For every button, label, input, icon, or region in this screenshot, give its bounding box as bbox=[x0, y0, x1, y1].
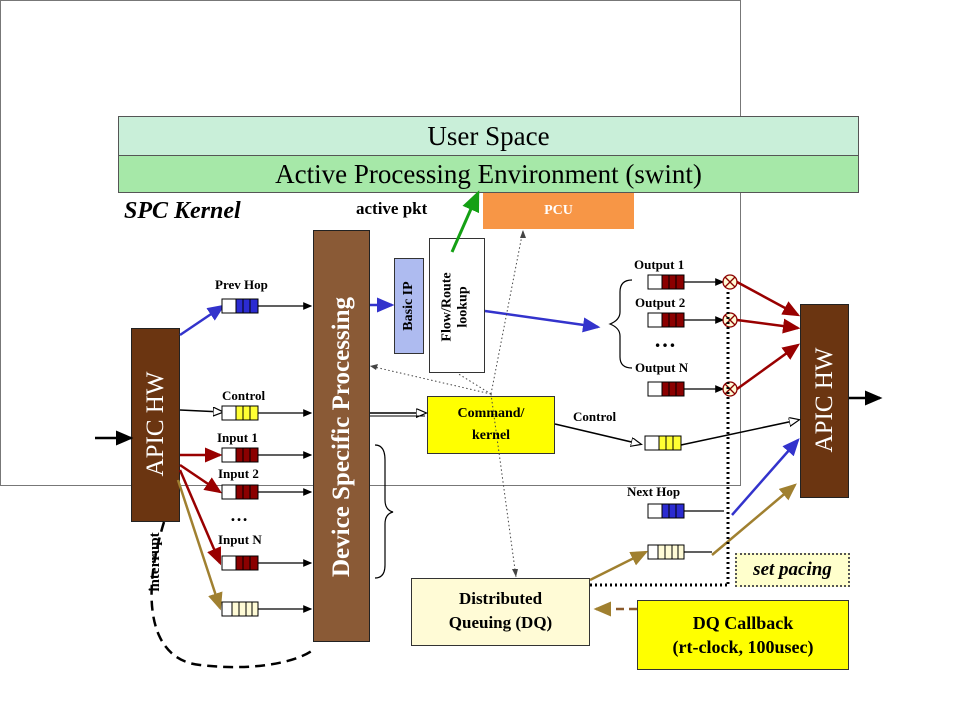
left-ellipsis: … bbox=[230, 505, 248, 525]
interrupt-dashed-curve bbox=[150, 521, 314, 669]
command-label-1: Command/ bbox=[457, 406, 525, 421]
output1-label: Output 1 bbox=[634, 257, 685, 272]
flow-route-lookup-box: Flow/Route lookup bbox=[429, 238, 485, 373]
user-space-label: User Space bbox=[427, 120, 550, 151]
control-right-label: Control bbox=[573, 409, 617, 424]
dotted-control-lines bbox=[369, 229, 524, 578]
arrow-to-input2 bbox=[179, 463, 223, 494]
ape-label: Active Processing Environment (swint) bbox=[275, 158, 702, 189]
queue-control-right bbox=[644, 435, 682, 451]
queue-dq-left bbox=[221, 601, 259, 617]
user-space-band: User Space bbox=[118, 116, 859, 156]
queue-control-left bbox=[221, 405, 259, 421]
pacer-outputN bbox=[722, 381, 738, 397]
apic-hw-right: APIC HW bbox=[800, 304, 849, 498]
outputN-label: Output N bbox=[635, 360, 689, 375]
queue-input2 bbox=[221, 484, 259, 500]
set-pacing-label: set pacing bbox=[753, 559, 832, 580]
dsp-brace bbox=[374, 444, 394, 579]
prev-hop-label: Prev Hop bbox=[215, 277, 268, 292]
green-active-pkt-arrow bbox=[450, 190, 480, 253]
device-specific-processing-box: Device Specific Processing bbox=[313, 230, 370, 642]
dq-label-2: Queuing (DQ) bbox=[448, 613, 553, 632]
queue-prev-hop bbox=[221, 298, 259, 314]
pcu-label: PCU bbox=[544, 203, 573, 218]
pcu-box: PCU bbox=[483, 193, 634, 229]
arrow-to-control bbox=[179, 410, 222, 412]
spc-kernel-region bbox=[0, 0, 741, 486]
command-to-control-arrow bbox=[554, 423, 640, 444]
input1-label: Input 1 bbox=[217, 430, 258, 445]
dq-callback-label-1: DQ Callback bbox=[692, 613, 794, 633]
output2-label: Output 2 bbox=[635, 295, 686, 310]
pacing-dotted-lines bbox=[590, 292, 730, 587]
dq-to-queue-arrow bbox=[589, 550, 649, 582]
command-label-2: kernel bbox=[471, 428, 511, 443]
queue-input1 bbox=[221, 447, 259, 463]
queue-output1 bbox=[647, 274, 685, 290]
command-kernel-box: Command/ kernel bbox=[427, 396, 555, 454]
queue-inputN bbox=[221, 555, 259, 571]
input2-label: Input 2 bbox=[218, 466, 259, 481]
queue-output2 bbox=[647, 312, 685, 328]
inputN-label: Input N bbox=[218, 532, 262, 547]
distributed-queuing-box: Distributed Queuing (DQ) bbox=[411, 578, 590, 646]
set-pacing-box: set pacing bbox=[735, 553, 850, 587]
arrow-to-dq-queue bbox=[176, 479, 223, 611]
pacer-output2 bbox=[722, 312, 738, 328]
dq-label-1: Distributed bbox=[458, 589, 543, 608]
outputs-brace bbox=[608, 279, 633, 369]
route-to-outputs-arrow bbox=[484, 309, 601, 333]
basic-ip-box: Basic IP bbox=[394, 258, 424, 354]
dq-callback-box: DQ Callback (rt-clock, 100usec) bbox=[637, 600, 849, 670]
arrow-to-inputN bbox=[178, 469, 222, 566]
spc-kernel-title: SPC Kernel bbox=[124, 198, 241, 224]
apic-hw-left: APIC HW bbox=[131, 328, 180, 522]
control-left-label: Control bbox=[222, 388, 266, 403]
active-processing-environment-band: Active Processing Environment (swint) bbox=[118, 155, 859, 193]
dq-callback-label-2: (rt-clock, 100usec) bbox=[672, 637, 814, 657]
arrow-to-prev-hop bbox=[179, 304, 226, 337]
pacer-output1 bbox=[722, 274, 738, 290]
right-ellipsis: … bbox=[654, 327, 676, 352]
next-hop-label: Next Hop bbox=[627, 484, 681, 499]
active-pkt-label: active pkt bbox=[356, 199, 428, 218]
queue-dq-right bbox=[647, 544, 685, 560]
queue-next-hop bbox=[647, 503, 685, 519]
queue-outputN bbox=[647, 381, 685, 397]
